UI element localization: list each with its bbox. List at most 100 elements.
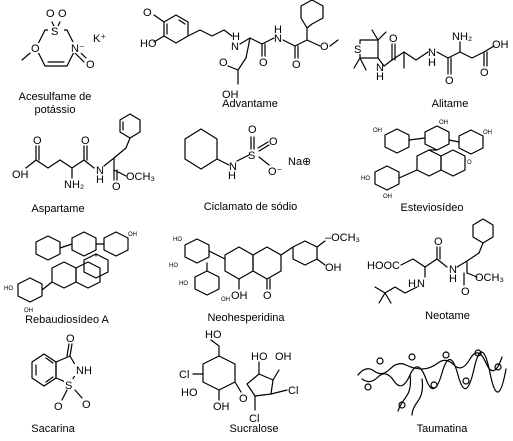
- caption-acesulfame: Acesulfame de potássio: [18, 91, 92, 116]
- atom-o: O: [467, 160, 472, 166]
- atom-o: O: [239, 393, 248, 405]
- atom-o: O: [86, 59, 95, 71]
- atom-s: S: [248, 150, 255, 162]
- atom-o: O: [33, 135, 42, 147]
- atom-ho: HO: [173, 237, 182, 243]
- atom-nh: NH: [76, 365, 92, 377]
- atom-oh: OH: [128, 232, 137, 238]
- atom-h: H: [408, 278, 416, 290]
- caption-alitame: Alitame: [431, 98, 469, 110]
- atom-o: O: [46, 8, 55, 20]
- atom-o: O: [81, 135, 90, 147]
- atom-h: H: [274, 24, 282, 36]
- counterion-na: Na⊕: [288, 156, 311, 168]
- sacarina-structure: O NH S O O: [31, 333, 94, 413]
- atom-h: H: [449, 273, 457, 285]
- atom-n: N: [229, 161, 237, 173]
- ciclamato-structure: N H S O O O⁻ Na⊕: [184, 124, 311, 182]
- atom-oh: OH: [483, 130, 492, 136]
- atom-ho: HO: [205, 329, 222, 341]
- atom-o: O: [31, 43, 40, 55]
- atom-o: O: [112, 181, 121, 193]
- atom-oh: OH: [221, 297, 230, 303]
- sucralose-structure: HO Cl HO OH O HO OH Cl Cl: [179, 329, 298, 425]
- rebaudiosideo-structure: HO OH OH: [4, 231, 137, 314]
- atom-o: O: [445, 75, 454, 87]
- atom-o: O: [292, 59, 301, 71]
- atom-oh: OH: [383, 194, 392, 200]
- atom-n: N: [376, 62, 384, 74]
- atom-ho: HO: [140, 38, 157, 50]
- atom-ho: HO: [4, 286, 13, 292]
- atom-oh: OH: [439, 120, 448, 126]
- atom-o: O: [320, 41, 329, 53]
- atom-cl: Cl: [179, 369, 189, 381]
- atom-ho: HO: [179, 281, 188, 287]
- atom-oh: OH: [231, 290, 248, 302]
- atom-n: N: [274, 33, 282, 45]
- atom-oh: OH: [275, 351, 292, 363]
- caption-advantame: Advantame: [222, 98, 278, 110]
- atom-o: O: [66, 333, 75, 345]
- atom-ho: HO: [251, 351, 268, 363]
- atom-s: S: [65, 380, 72, 392]
- atom-o: O: [143, 7, 152, 19]
- atom-s: S: [51, 26, 58, 38]
- atom-n: N: [428, 47, 436, 59]
- atom-cl: Cl: [288, 385, 298, 397]
- atom-o: O: [259, 57, 268, 69]
- atom-n: N: [231, 41, 239, 53]
- atom-oh: OH: [12, 169, 29, 181]
- caption-aspartame: Aspartame: [31, 203, 85, 215]
- caption-neotame: Neotame: [425, 310, 470, 322]
- atom-oh: OH: [373, 128, 382, 134]
- atom-o: O: [82, 399, 91, 411]
- atom-o: O: [54, 401, 63, 413]
- atom-oh: OH: [222, 89, 239, 101]
- counterion-k: K⁺: [93, 33, 106, 45]
- atom-o: O: [434, 236, 443, 248]
- atom-n: N: [96, 165, 104, 177]
- esteviosideo-structure: OH OH OH HO OH O: [361, 120, 492, 200]
- atom-och3: OCH₃: [126, 171, 155, 183]
- atom-och3: OCH₃: [475, 272, 504, 284]
- atom-oh: OH: [325, 262, 342, 274]
- atom-cl: Cl: [249, 413, 259, 425]
- atom-n-minus: N⁻: [71, 43, 85, 55]
- atom-hooc: HOOC: [367, 260, 400, 272]
- atom-oh: OH: [492, 39, 509, 51]
- atom-o: O: [389, 33, 398, 45]
- aspartame-structure: O OCH₃ N H O NH₂ O OH: [12, 113, 155, 193]
- atom-o: O: [263, 290, 272, 302]
- atom-oh: OH: [24, 308, 33, 314]
- atom-ho: HO: [181, 387, 198, 399]
- neotame-structure: O OCH₃ N H O HOOC N H: [367, 218, 504, 304]
- atom-h: H: [96, 174, 104, 186]
- atom-h: H: [228, 170, 236, 182]
- atom-s: S: [354, 44, 361, 56]
- caption-neohesperidina: Neohesperidina: [207, 312, 285, 324]
- atom-n: N: [417, 278, 425, 290]
- caption-rebaudiosideo: Rebaudiosídeo A: [25, 314, 109, 326]
- atom-o: O: [248, 124, 257, 136]
- atom-nh2: NH₂: [452, 31, 472, 43]
- caption-ciclamato: Ciclamato de sódio: [203, 201, 298, 213]
- atom-o: O: [219, 57, 228, 69]
- atom-hn: H: [376, 71, 384, 83]
- atom-nh2: NH₂: [64, 179, 84, 191]
- neohesperidina-structure: –OCH₃ OH HO HO HO OH OH O: [169, 232, 360, 303]
- atom-o: O: [58, 8, 67, 20]
- atom-o: O: [269, 136, 278, 148]
- atom-oh: OH: [213, 401, 230, 413]
- atom-o-minus: O⁻: [268, 166, 283, 178]
- atom-och3: –OCH₃: [325, 232, 360, 244]
- atom-ho: HO: [169, 263, 178, 269]
- caption-taumatina: Taumatina: [416, 423, 468, 435]
- taumatina-structure: [357, 349, 507, 416]
- atom-h: H: [428, 57, 436, 69]
- caption-sucralose: Sucralose: [229, 423, 279, 435]
- alitame-structure: S H N O N H O NH₂ O OH: [353, 29, 509, 87]
- atom-o: O: [461, 286, 470, 298]
- caption-esteviosideo: Esteviosídeo: [400, 202, 464, 214]
